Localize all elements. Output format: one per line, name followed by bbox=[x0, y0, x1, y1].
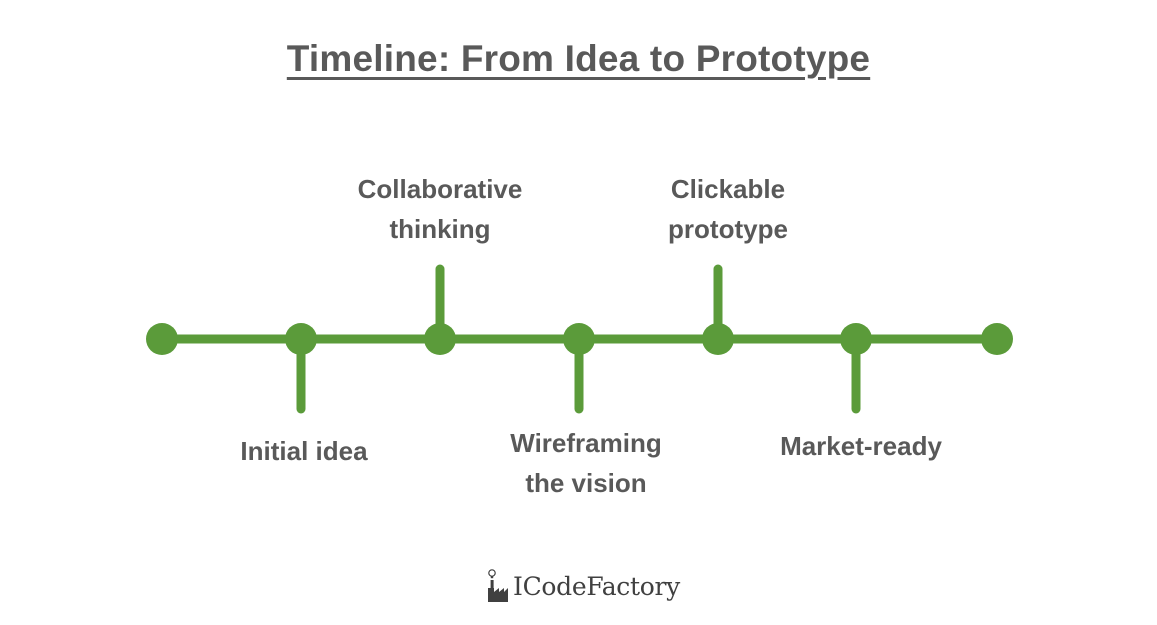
milestone-node-wireframing bbox=[563, 323, 595, 355]
milestone-label-wireframing: Wireframing the vision bbox=[456, 423, 716, 503]
milestone-label-clickable-prototype: Clickable prototype bbox=[598, 169, 858, 249]
milestone-node-initial-idea bbox=[285, 323, 317, 355]
milestone-label-line: the vision bbox=[525, 468, 647, 498]
milestone-label-line: Wireframing bbox=[510, 428, 662, 458]
milestone-label-line: prototype bbox=[668, 214, 788, 244]
milestone-label-line: Collaborative bbox=[357, 174, 523, 204]
milestone-label-line: thinking bbox=[389, 214, 491, 244]
factory-lightbulb-icon bbox=[488, 569, 508, 602]
milestone-node-clickable-prototype bbox=[702, 323, 734, 355]
milestone-node-market-ready bbox=[840, 323, 872, 355]
milestone-label-line: Clickable bbox=[670, 174, 786, 204]
logo-text: ICodeFactory bbox=[513, 571, 680, 601]
milestone-label-collaborative-thinking: Collaborative thinking bbox=[310, 169, 570, 249]
milestone-label-market-ready: Market-ready bbox=[731, 426, 991, 466]
brand-logo: ICodeFactory bbox=[486, 566, 680, 606]
milestone-label-line: Market-ready bbox=[780, 431, 942, 461]
timeline-start-node bbox=[146, 323, 178, 355]
milestone-label-line: Initial idea bbox=[240, 436, 368, 466]
timeline-end-node bbox=[981, 323, 1013, 355]
milestone-label-initial-idea: Initial idea bbox=[174, 431, 434, 471]
milestone-node-collaborative-thinking bbox=[424, 323, 456, 355]
page-title: Timeline: From Idea to Prototype bbox=[286, 38, 871, 79]
